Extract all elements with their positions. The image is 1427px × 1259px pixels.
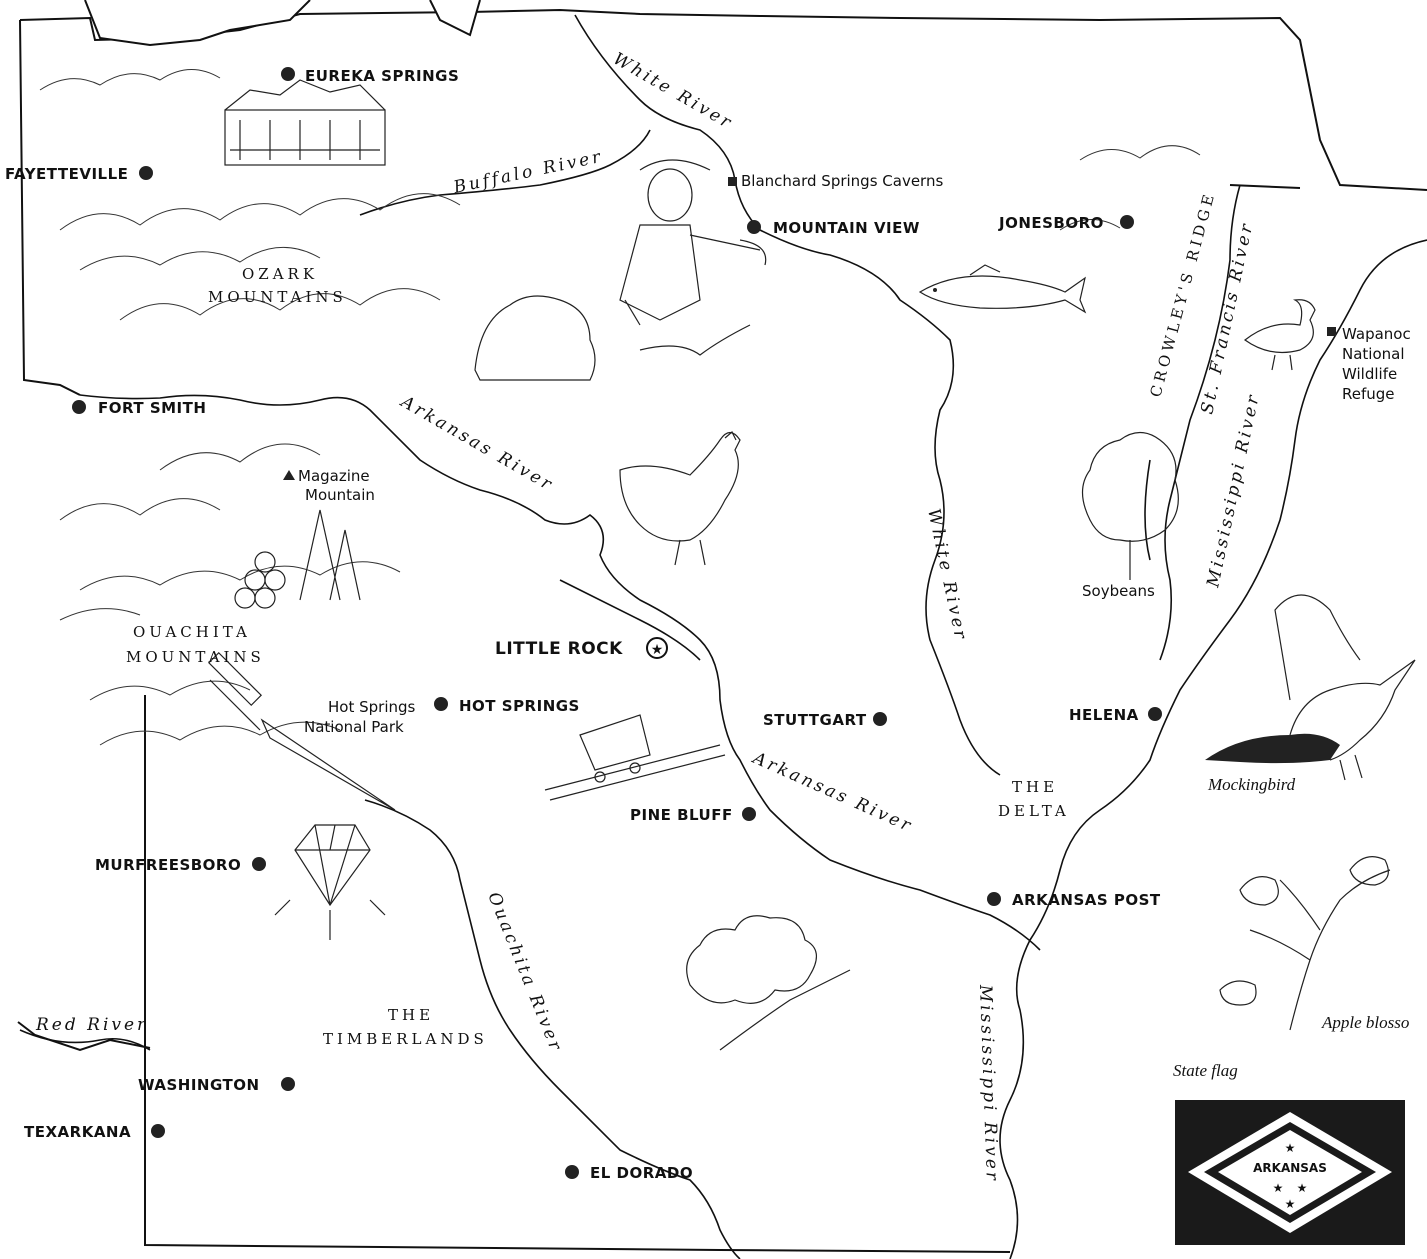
city-label: FORT SMITH bbox=[98, 399, 206, 417]
city-dot-eureka-springs[interactable] bbox=[281, 67, 295, 81]
mississippi-river bbox=[999, 239, 1427, 1259]
river-label-ouachita: Ouachita River bbox=[483, 889, 566, 1055]
chicken-icon bbox=[619, 431, 741, 566]
river-label-st-francis: St. Francis River bbox=[1197, 220, 1257, 416]
landmark-label-wapanocca: National bbox=[1342, 345, 1405, 363]
svg-text:★: ★ bbox=[1297, 1181, 1308, 1195]
river-label-red: Red River bbox=[35, 1015, 148, 1035]
city-dot-washington[interactable] bbox=[281, 1077, 295, 1091]
mountain-sketches bbox=[39, 69, 1201, 746]
region-label-delta: DELTA bbox=[998, 802, 1070, 820]
tree-icon bbox=[1081, 431, 1179, 580]
city-dot-el-dorado[interactable] bbox=[565, 1165, 579, 1179]
city-dot-jonesboro[interactable] bbox=[1120, 215, 1134, 229]
mockingbird-icon bbox=[1205, 594, 1416, 781]
river-label-buffalo: Buffalo River bbox=[451, 147, 605, 198]
region-label-timberlands: THE bbox=[388, 1006, 434, 1024]
caption-soybeans: Soybeans bbox=[1082, 582, 1155, 600]
city-label: FAYETTEVILLE bbox=[5, 165, 128, 183]
white-river-north bbox=[574, 14, 1001, 776]
city-label: LITTLE ROCK bbox=[495, 639, 623, 659]
svg-text:★: ★ bbox=[1273, 1181, 1284, 1195]
capital-star-icon[interactable]: ★ bbox=[646, 637, 668, 659]
city-dot-pine-bluff[interactable] bbox=[742, 807, 756, 821]
landmark-marker-wapanocca[interactable] bbox=[1327, 327, 1336, 336]
log-pile-icon bbox=[234, 509, 361, 609]
flag-word: ARKANSAS bbox=[1253, 1161, 1327, 1175]
rivers bbox=[19, 14, 1427, 1259]
city-label: HELENA bbox=[1069, 706, 1139, 724]
svg-text:★: ★ bbox=[1285, 1197, 1296, 1211]
landmark-marker-blanchard[interactable] bbox=[728, 177, 737, 186]
landmark-labels: Blanchard Springs Caverns Magazine Mount… bbox=[298, 172, 1411, 736]
landmark-label-blanchard: Blanchard Springs Caverns bbox=[741, 172, 943, 190]
landmark-label-magazine: Mountain bbox=[305, 486, 375, 504]
city-label: EUREKA SPRINGS bbox=[305, 67, 459, 85]
red-river bbox=[19, 1029, 151, 1051]
state-border bbox=[17, 0, 1427, 1253]
city-label: JONESBORO bbox=[998, 214, 1104, 232]
svg-text:★: ★ bbox=[1285, 1141, 1296, 1155]
city-dot-murfreesboro[interactable] bbox=[252, 857, 266, 871]
river-label-mississippi-south: Mississippi River bbox=[975, 983, 1002, 1183]
city-label: HOT SPRINGS bbox=[459, 697, 580, 715]
city-dot-hot-springs[interactable] bbox=[434, 697, 448, 711]
knife-icon bbox=[207, 651, 396, 811]
city-markers: ★ bbox=[72, 67, 1336, 1179]
city-dot-mountain-view[interactable] bbox=[747, 220, 761, 234]
city-dot-arkansas-post[interactable] bbox=[987, 892, 1001, 906]
duck-icon bbox=[1244, 299, 1316, 371]
landmark-marker-magazine[interactable] bbox=[283, 470, 295, 480]
region-label-ozark: OZARK bbox=[242, 265, 318, 283]
state-flag: ARKANSAS ★ ★ ★ ★ bbox=[1175, 1100, 1405, 1245]
caption-apple-blossom: Apple blosso bbox=[1321, 1013, 1409, 1032]
river-label-arkansas-lower: Arkansas River bbox=[748, 747, 916, 836]
rail-cart-icon bbox=[544, 714, 726, 801]
city-label: PINE BLUFF bbox=[630, 806, 733, 824]
landmark-label-wapanocca: Refuge bbox=[1342, 385, 1395, 403]
city-dot-texarkana[interactable] bbox=[151, 1124, 165, 1138]
river-label-arkansas-upper: Arkansas River bbox=[396, 391, 557, 496]
arkansas-river bbox=[79, 394, 1041, 951]
diamond-icon bbox=[274, 824, 386, 940]
city-labels: EUREKA SPRINGS FAYETTEVILLE MOUNTAIN VIE… bbox=[5, 67, 1161, 1182]
city-label: MURFREESBORO bbox=[95, 856, 241, 874]
buffalo-river bbox=[359, 129, 651, 216]
region-label-ozark: MOUNTAINS bbox=[208, 288, 347, 306]
region-label-timberlands: TIMBERLANDS bbox=[323, 1030, 488, 1048]
fiddler-icon bbox=[619, 159, 767, 326]
ouachita-river bbox=[364, 799, 741, 1259]
river-label-mississippi-east: Mississippi River bbox=[1203, 391, 1264, 590]
city-label: EL DORADO bbox=[590, 1164, 693, 1182]
landmark-label-wapanocca: Wildlife bbox=[1342, 365, 1397, 383]
svg-text:★: ★ bbox=[651, 642, 664, 658]
city-dot-helena[interactable] bbox=[1148, 707, 1162, 721]
city-label: ARKANSAS POST bbox=[1012, 891, 1161, 909]
city-dot-fort-smith[interactable] bbox=[72, 400, 86, 414]
landmark-label-hot-springs-park: National Park bbox=[304, 718, 404, 736]
city-dot-fayetteville[interactable] bbox=[139, 166, 153, 180]
city-label: WASHINGTON bbox=[138, 1076, 260, 1094]
cotton-icon bbox=[686, 915, 851, 1051]
city-label: TEXARKANA bbox=[24, 1123, 131, 1141]
landmark-label-hot-springs-park: Hot Springs bbox=[328, 698, 416, 716]
landmark-label-wapanocca: Wapanoc bbox=[1342, 325, 1411, 343]
apple-blossom-icon bbox=[1219, 856, 1391, 1031]
caption-mockingbird: Mockingbird bbox=[1207, 775, 1296, 794]
city-label: MOUNTAIN VIEW bbox=[773, 219, 920, 237]
landmark-label-magazine: Magazine bbox=[298, 467, 370, 485]
caption-state-flag: State flag bbox=[1173, 1061, 1238, 1080]
city-label: STUTTGART bbox=[763, 711, 867, 729]
st-francis-river bbox=[1159, 184, 1241, 661]
city-dot-stuttgart[interactable] bbox=[873, 712, 887, 726]
region-label-ouachita: OUACHITA bbox=[133, 623, 251, 641]
shrub-icon bbox=[474, 295, 751, 381]
victorian-house-icon bbox=[224, 79, 386, 166]
region-label-ouachita: MOUNTAINS bbox=[126, 648, 265, 666]
fish-icon bbox=[918, 264, 1087, 314]
captions: Soybeans Mockingbird Apple blosso State … bbox=[1082, 582, 1409, 1080]
region-label-delta: THE bbox=[1012, 778, 1058, 796]
